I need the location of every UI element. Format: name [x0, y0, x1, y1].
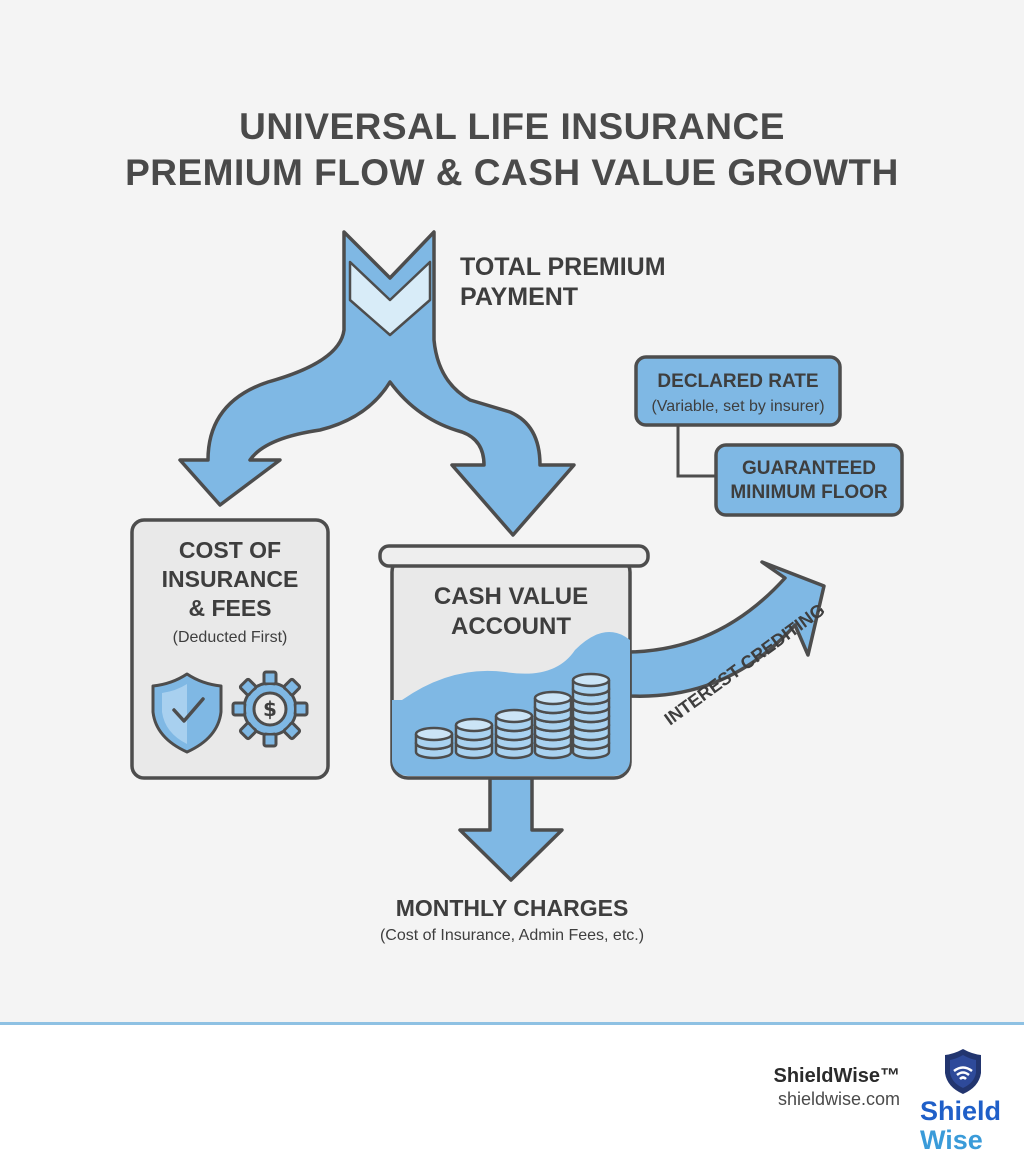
page-title-line-2: PREMIUM FLOW & CASH VALUE GROWTH [125, 152, 899, 193]
flow-diagram: TOTAL PREMIUM PAYMENT COST OF INSURANCE … [130, 230, 904, 944]
shield-check-icon [151, 672, 223, 754]
monthly-charges-note: (Cost of Insurance, Admin Fees, etc.) [380, 927, 644, 944]
logo-text-line-2: Wise [920, 1125, 983, 1154]
coin-stacks-icon [414, 672, 611, 760]
declared-rate-box: DECLARED RATE (Variable, set by insurer) [634, 355, 842, 427]
monthly-charges-arrow [458, 776, 564, 882]
gear-dollar-icon: $ [231, 670, 309, 748]
footer-divider [0, 1022, 1024, 1025]
cost-box-line-3: & FEES [188, 595, 271, 621]
floor-label-line-2: MINIMUM FLOOR [730, 482, 888, 503]
monthly-charges-label: MONTHLY CHARGES [396, 895, 629, 921]
logo-text: Shield Wise [920, 1097, 1001, 1154]
premium-label-line-1: TOTAL PREMIUM [460, 253, 666, 281]
premium-label-line-2: PAYMENT [460, 283, 578, 311]
cost-of-insurance-box: COST OF INSURANCE & FEES (Deducted First… [130, 518, 330, 780]
declared-rate-label: DECLARED RATE [657, 371, 818, 392]
logo-text-line-1: Shield [920, 1096, 1002, 1126]
cash-box-line-2: ACCOUNT [451, 613, 571, 640]
cost-box-line-2: INSURANCE [162, 566, 299, 592]
cash-box-line-1: CASH VALUE [434, 583, 588, 610]
brand-name: ShieldWise™ [773, 1065, 900, 1087]
guaranteed-floor-box: GUARANTEED MINIMUM FLOOR [714, 443, 904, 517]
shieldwise-logo: Shield Wise [918, 1047, 1008, 1154]
page-title-line-1: UNIVERSAL LIFE INSURANCE [239, 106, 785, 147]
rate-connector-line [676, 426, 716, 478]
brand-url: shieldwise.com [777, 1089, 900, 1109]
floor-label-line-1: GUARANTEED [742, 458, 876, 479]
cost-box-note: (Deducted First) [173, 629, 288, 646]
footer: ShieldWise™ shieldwise.com Shield Wise [0, 1025, 1024, 1154]
cash-value-account-box: CASH VALUE ACCOUNT [378, 544, 650, 780]
svg-text:$: $ [263, 697, 277, 721]
declared-rate-note: (Variable, set by insurer) [651, 398, 824, 415]
premium-split-arrow [178, 230, 576, 537]
cost-box-line-1: COST OF [179, 537, 281, 563]
interest-crediting-arrow [628, 560, 826, 698]
logo-shield-icon [945, 1049, 981, 1094]
